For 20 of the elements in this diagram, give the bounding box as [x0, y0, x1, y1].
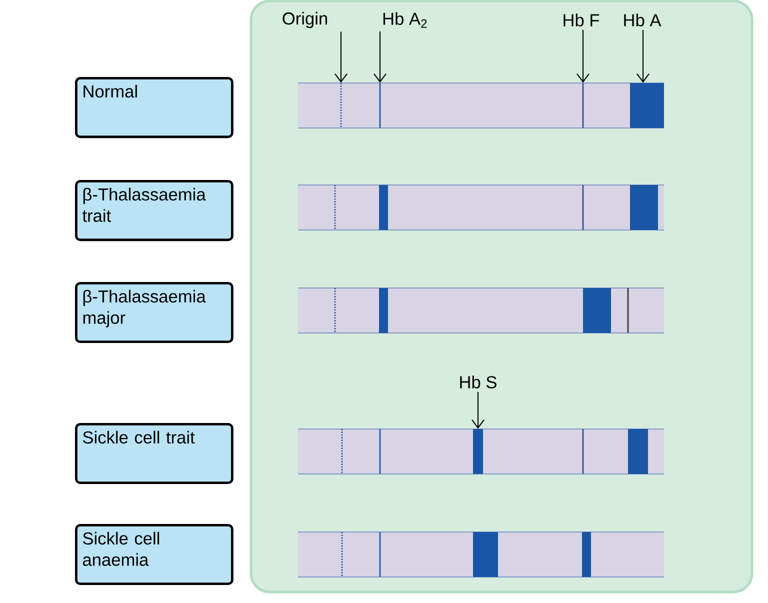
label-box: β-Thalassaemia major [75, 282, 234, 344]
band-label: Origin [282, 12, 327, 28]
band-label: Hb F [564, 14, 600, 26]
gel-strip [298, 184, 664, 230]
arrow [334, 32, 348, 83]
gel-strip [298, 532, 664, 578]
arrow [472, 392, 484, 429]
arrow [374, 31, 386, 83]
gel-strip [298, 288, 664, 334]
arrow [576, 30, 590, 83]
gel-strip [298, 82, 664, 128]
label-box: Normal [75, 77, 234, 138]
band-label: Hb S [460, 376, 496, 388]
gel-strip [298, 428, 664, 474]
label-box: β-Thalassaemia trait [75, 180, 234, 242]
band-label: Hb A [624, 14, 662, 26]
band-label: Hb A$_{2}$ [383, 12, 427, 28]
arrow [636, 30, 650, 83]
label-box: Sickle cell trait [75, 423, 234, 484]
label-box: Sickle cell anaemia [75, 524, 234, 586]
